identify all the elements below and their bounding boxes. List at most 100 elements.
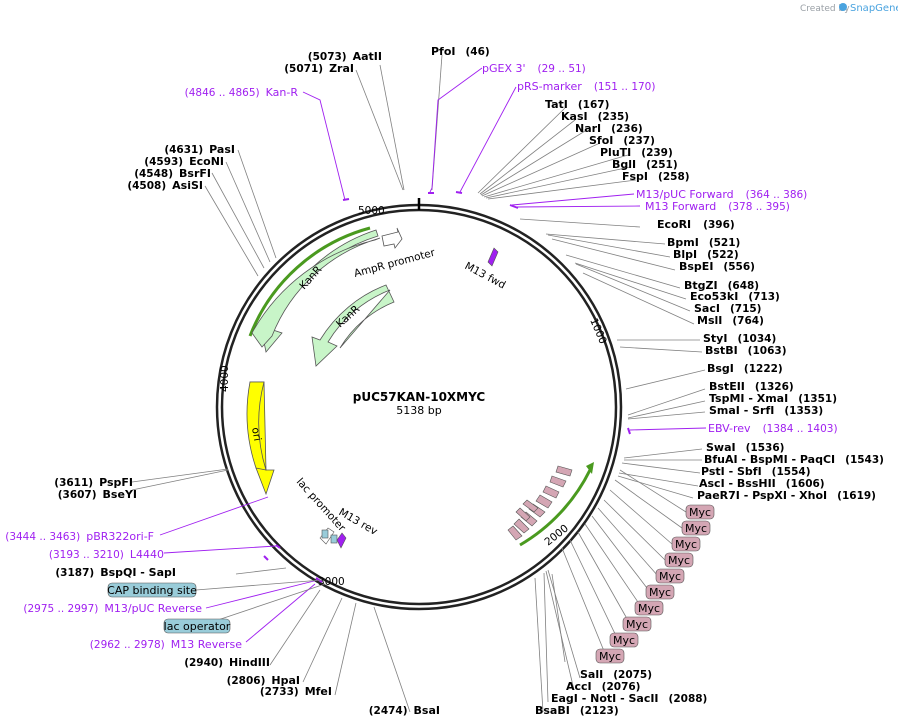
- myc-label-9: Myc: [613, 634, 635, 647]
- svg-text:BsgI(1222): BsgI(1222): [707, 362, 783, 375]
- site-pasi: PasI: [209, 143, 235, 156]
- site-bsteii: BstEII: [709, 380, 745, 393]
- site-hpai: HpaI: [271, 674, 300, 687]
- svg-text:BspEI(556): BspEI(556): [679, 260, 755, 273]
- site-zrai: ZraI: [329, 62, 354, 75]
- cap-binding-site-label: CAP binding site: [107, 584, 197, 597]
- svg-text:M13 Forward(378 .. 395): M13 Forward(378 .. 395): [645, 200, 790, 213]
- svg-text:SmaI - SrfI(1353): SmaI - SrfI(1353): [709, 404, 823, 417]
- primer-ebv-rev: EBV-rev: [708, 422, 751, 435]
- primer-m13-reverse: M13 Reverse: [171, 638, 242, 651]
- svg-text:PaeR7I - PspXI - XhoI(1619): PaeR7I - PspXI - XhoI(1619): [697, 489, 876, 502]
- svg-text:BtgZI(648): BtgZI(648): [684, 279, 759, 292]
- site-psti-sbfi: PstI - SbfI: [701, 465, 762, 478]
- site-sfoi: SfoI: [589, 134, 613, 147]
- svg-text:SfoI(237): SfoI(237): [589, 134, 655, 147]
- ampr-promoter-arrow: [381, 227, 403, 249]
- svg-text:(5071)ZraI: (5071) ZraI: [284, 62, 354, 75]
- svg-text:BstBI(1063): BstBI(1063): [705, 344, 787, 357]
- myc-label-10: Myc: [599, 650, 621, 663]
- myc-label-2: Myc: [685, 522, 707, 535]
- site-hindiii: HindIII: [229, 656, 270, 669]
- site-styi: StyI: [703, 332, 727, 345]
- site-zrai-pos: (5071): [284, 63, 323, 75]
- svg-text:pRS-marker(151 .. 170): pRS-marker(151 .. 170): [517, 80, 655, 93]
- svg-text:(2474)BsaI: (2474)BsaI: [369, 704, 440, 717]
- myc-labels: Myc Myc Myc Myc Myc Myc Myc Myc Myc Myc: [595, 504, 715, 664]
- ori-body: [246, 381, 267, 471]
- primer-m13-puc-reverse: M13/pUC Reverse: [104, 602, 202, 615]
- svg-text:TspMI - XmaI(1351): TspMI - XmaI(1351): [709, 392, 837, 405]
- primer-pbr322ori-f: pBR322ori-F: [86, 530, 154, 543]
- myc-label-8: Myc: [626, 618, 648, 631]
- svg-text:(5073)AatII: (5073)AatII: [308, 50, 382, 63]
- leader-lines: [131, 54, 706, 713]
- site-msli: MslI: [697, 314, 722, 327]
- site-sali: SalI: [580, 668, 603, 681]
- svg-text:(4846 .. 4865)Kan-R: (4846 .. 4865)Kan-R: [185, 86, 299, 99]
- snapgene-brand: SnapGene: [850, 3, 898, 14]
- site-labels-right: PfoI(46) TatI(167) KasI(235) NarI(236) S…: [431, 45, 884, 717]
- tick-5000: 5000: [358, 205, 385, 217]
- site-eagi-noti-sacii: EagI - NotI - SacII: [551, 692, 659, 705]
- svg-text:EBV-rev(1384 .. 1403): EBV-rev(1384 .. 1403): [708, 422, 838, 435]
- site-asisi: AsiSI: [172, 179, 203, 192]
- site-fspi: FspI: [622, 170, 648, 183]
- myc-label-7: Myc: [638, 602, 660, 615]
- svg-text:(2806)HpaI: (2806)HpaI: [227, 674, 300, 687]
- site-saci: SacI: [694, 302, 720, 315]
- svg-text:AccI(2076): AccI(2076): [566, 680, 640, 693]
- site-bfuai-bspmi-paqci: BfuAI - BspMI - PaqCI: [704, 453, 835, 466]
- site-bgli: BglI: [612, 158, 636, 171]
- site-bsabi: BsaBI: [535, 704, 570, 717]
- svg-text:BglI(251): BglI(251): [612, 158, 678, 171]
- site-aatii: AatII: [353, 50, 382, 63]
- svg-text:EcoRI(396): EcoRI(396): [657, 218, 735, 231]
- svg-text:(2940)HindIII: (2940)HindIII: [184, 656, 270, 669]
- primer-prs-marker: pRS-marker: [517, 80, 582, 93]
- kanr-outer-body: [251, 237, 381, 348]
- site-bpmi: BpmI: [667, 236, 699, 249]
- tick-4000: 4000: [219, 365, 231, 392]
- lac-promoter-label: lac promoter: [294, 476, 348, 534]
- svg-text:BlpI(522): BlpI(522): [673, 248, 739, 261]
- myc-region-line: [519, 469, 592, 547]
- svg-text:(3187)BspQI - SapI: (3187)BspQI - SapI: [55, 566, 176, 579]
- myc-leader-lines: [561, 469, 687, 657]
- svg-text:BfuAI - BspMI - PaqCI(1543): BfuAI - BspMI - PaqCI(1543): [704, 453, 884, 466]
- tick-1000: 1000: [587, 316, 608, 345]
- svg-text:BpmI(521): BpmI(521): [667, 236, 740, 249]
- kanr-outer-arrow: [260, 229, 379, 353]
- site-bspei: BspEI: [679, 260, 713, 273]
- kanr-outer-line: [248, 226, 371, 337]
- site-acci: AccI: [566, 680, 592, 693]
- lac-operator-label: lac operator: [164, 620, 231, 633]
- site-tati: TatI: [545, 98, 568, 111]
- site-kasi: KasI: [561, 110, 588, 123]
- site-bsrfi: BsrFI: [179, 167, 211, 180]
- svg-text:(3607)BseYI: (3607)BseYI: [58, 488, 137, 501]
- site-bspqi-sapi: BspQI - SapI: [100, 566, 176, 579]
- myc-label-3: Myc: [675, 538, 697, 551]
- site-pfoi: PfoI: [431, 45, 456, 58]
- cap-site-mark: [321, 529, 329, 539]
- lac-operator-mark: [330, 534, 338, 544]
- myc-arrow-cluster: [507, 465, 573, 541]
- primer-lines: [159, 67, 707, 643]
- svg-text:BsaBI(2123): BsaBI(2123): [535, 704, 619, 717]
- plasmid-name: pUC57KAN-10XMYC: [353, 390, 486, 404]
- primer-labels: pGEX 3'(29 .. 51) pRS-marker(151 .. 170)…: [5, 62, 837, 651]
- svg-text:PfoI(46): PfoI(46): [431, 45, 490, 58]
- svg-text:(3444 .. 3463)pBR322ori-F: (3444 .. 3463)pBR322ori-F: [5, 530, 154, 543]
- site-labels-left: (5073)AatII (5071)ZraI (2474)BsaI (2733)…: [54, 50, 440, 717]
- svg-text:(3193 .. 3210)L4440: (3193 .. 3210)L4440: [49, 548, 164, 561]
- site-bsai: BsaI: [414, 704, 440, 717]
- primer-m13-puc-forward: M13/pUC Forward: [636, 188, 734, 201]
- primer-l4440: L4440: [130, 548, 164, 561]
- site-econi: EcoNI: [189, 155, 224, 168]
- site-bseyi: BseYI: [103, 488, 137, 501]
- site-nari: NarI: [575, 122, 601, 135]
- svg-text:(4631)PasI: (4631)PasI: [164, 143, 235, 156]
- svg-text:KasI(235): KasI(235): [561, 110, 629, 123]
